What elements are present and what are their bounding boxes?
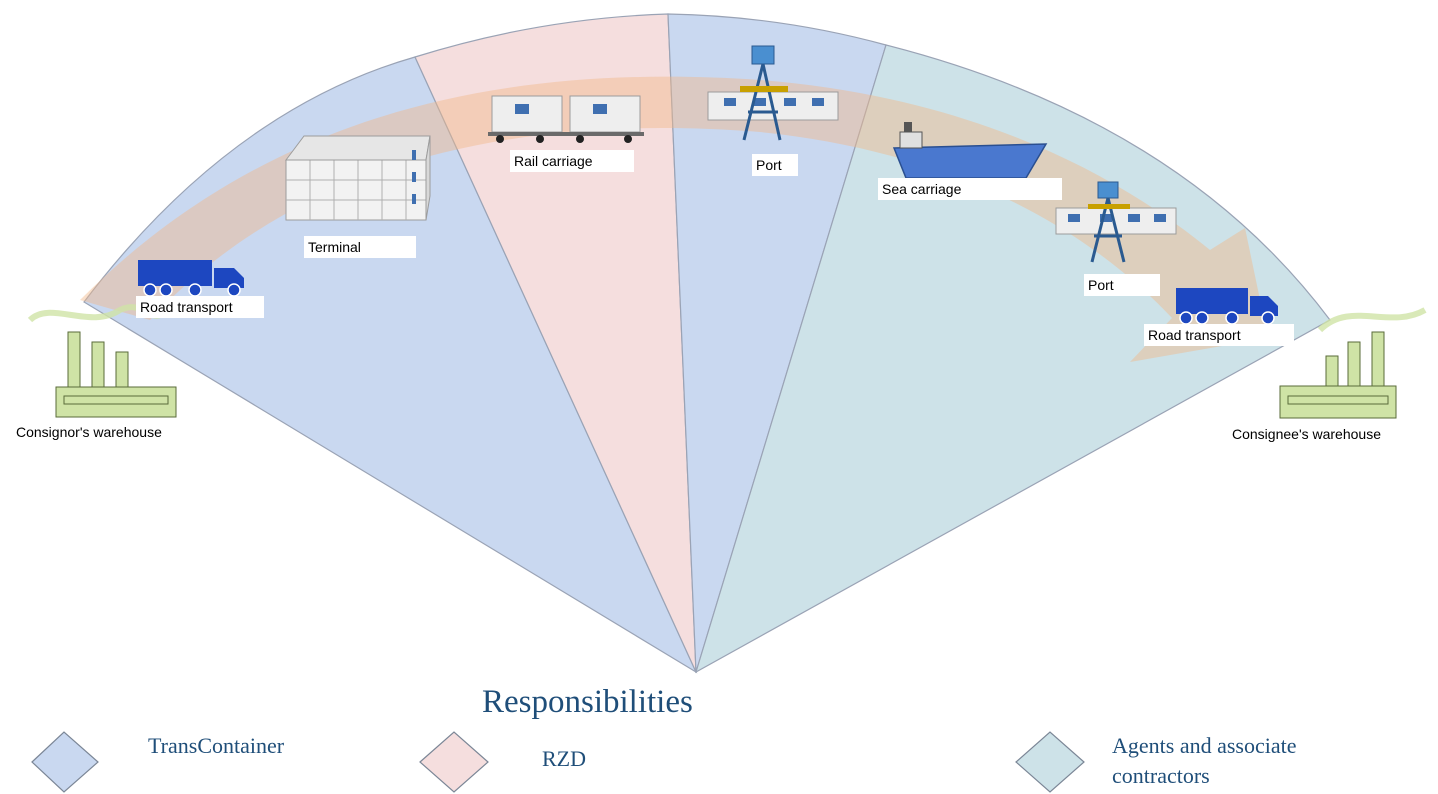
- label-rail-carriage: Rail carriage: [510, 150, 634, 172]
- label-terminal: Terminal: [304, 236, 416, 258]
- label-sea-carriage: Sea carriage: [878, 178, 1062, 200]
- terminal-container-stack-icon: [285, 135, 431, 221]
- consignor-factory-icon: [27, 304, 177, 418]
- legend-title: Responsibilities: [482, 684, 693, 720]
- label-consignee-warehouse: Consignee's warehouse: [1232, 426, 1381, 442]
- label-road-transport-1: Road transport: [136, 296, 264, 318]
- truck-icon-1: [138, 260, 244, 297]
- label-road-transport-2: Road transport: [1144, 324, 1294, 346]
- legend-label-transcontainer: TransContainer: [148, 733, 285, 758]
- consignee-factory-icon: [1279, 307, 1427, 419]
- sector-rzd: [414, 13, 697, 673]
- label-consignor-warehouse: Consignor's warehouse: [16, 424, 162, 440]
- legend-label-rzd: RZD: [542, 746, 586, 771]
- sector-transcontainer-middle: [667, 13, 887, 673]
- truck-icon-2: [1176, 288, 1278, 325]
- sector-agents: [694, 44, 1331, 674]
- legend-swatch-rzd: [419, 731, 489, 793]
- legend-label-agents: Agents and associate contractors: [1112, 733, 1297, 788]
- legend-swatch-transcontainer: [31, 731, 99, 793]
- label-port-1: Port: [752, 154, 798, 176]
- port-crane-icon-2: [1055, 181, 1177, 263]
- sector-transcontainer-left: [83, 56, 698, 674]
- port-crane-icon-1: [707, 45, 839, 141]
- legend-swatch-agents: [1015, 731, 1085, 793]
- label-port-2: Port: [1084, 274, 1160, 296]
- rail-carriage-icon: [488, 95, 644, 143]
